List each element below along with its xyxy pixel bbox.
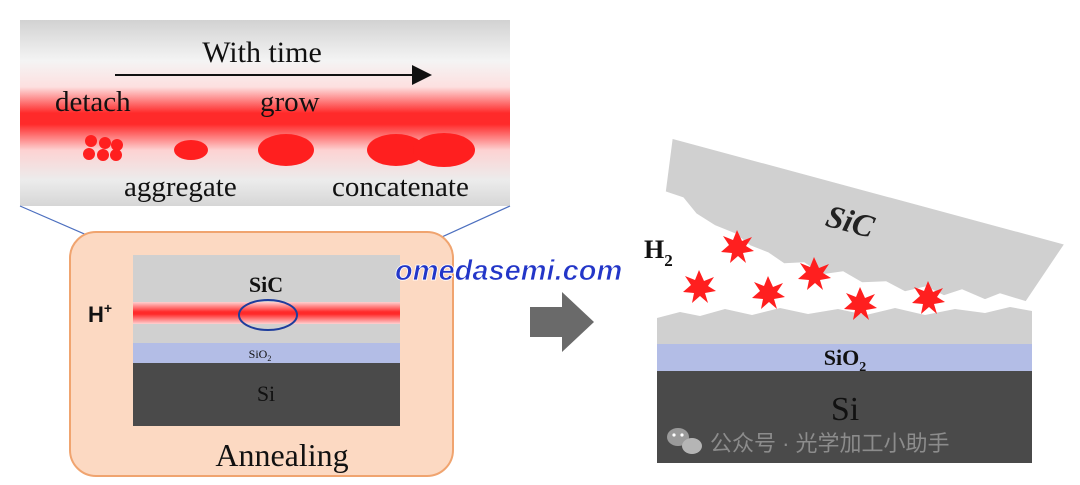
sic-layer	[133, 255, 400, 343]
hydrogen-ion-label: H+	[88, 300, 112, 327]
zoom-region-marker	[238, 299, 298, 331]
hydrogen-burst-group	[683, 230, 945, 320]
sic-label: SiC	[249, 272, 283, 297]
site-watermark: omedasemi.com	[395, 255, 622, 287]
remaining-si-label: Si	[831, 391, 859, 428]
hydrogen-implant-layer	[133, 302, 400, 324]
sio2-layer	[133, 343, 400, 363]
remaining-si-substrate	[657, 371, 1032, 463]
wechat-icon	[667, 428, 702, 454]
si-substrate	[133, 363, 400, 426]
stage-label-concatenate: concatenate	[332, 171, 469, 203]
zoom-panel: With time detach grow aggregate concaten…	[20, 20, 510, 206]
sio2-label: SiO2	[249, 347, 272, 363]
split-panel: SiC SiO2 Si H2	[644, 137, 1067, 463]
burst-icon	[683, 270, 716, 303]
annealing-panel: SiC SiO2 Si H+ Annealing	[69, 231, 454, 477]
detach-bubbles	[83, 135, 123, 161]
wechat-account-label: 公众号 · 光学加工小助手	[710, 431, 950, 456]
wechat-watermark: 公众号 · 光学加工小助手	[667, 428, 950, 456]
stage-label-detach: detach	[55, 86, 131, 118]
burst-icon	[844, 287, 877, 320]
zoom-panel-background	[20, 20, 510, 206]
process-arrow-icon	[530, 292, 594, 352]
grow-bubble	[258, 134, 314, 166]
burst-icon	[912, 281, 945, 314]
burst-icon	[752, 276, 785, 309]
stage-label-aggregate: aggregate	[124, 171, 237, 203]
aggregate-bubble	[174, 140, 208, 160]
si-label: Si	[257, 381, 275, 406]
stage-label-grow: grow	[260, 86, 320, 118]
time-label: With time	[202, 36, 322, 69]
hydrogen-gas-label: H2	[644, 235, 673, 270]
concatenate-bubbles	[367, 133, 475, 167]
burst-icon	[721, 230, 754, 263]
burst-icon	[798, 257, 831, 290]
annealing-caption: Annealing	[215, 437, 348, 473]
remaining-sio2-label: SiO2	[824, 345, 866, 375]
detached-sic-piece	[664, 137, 1067, 303]
remaining-sio2-layer	[657, 344, 1032, 371]
remaining-sic-layer	[657, 307, 1032, 344]
